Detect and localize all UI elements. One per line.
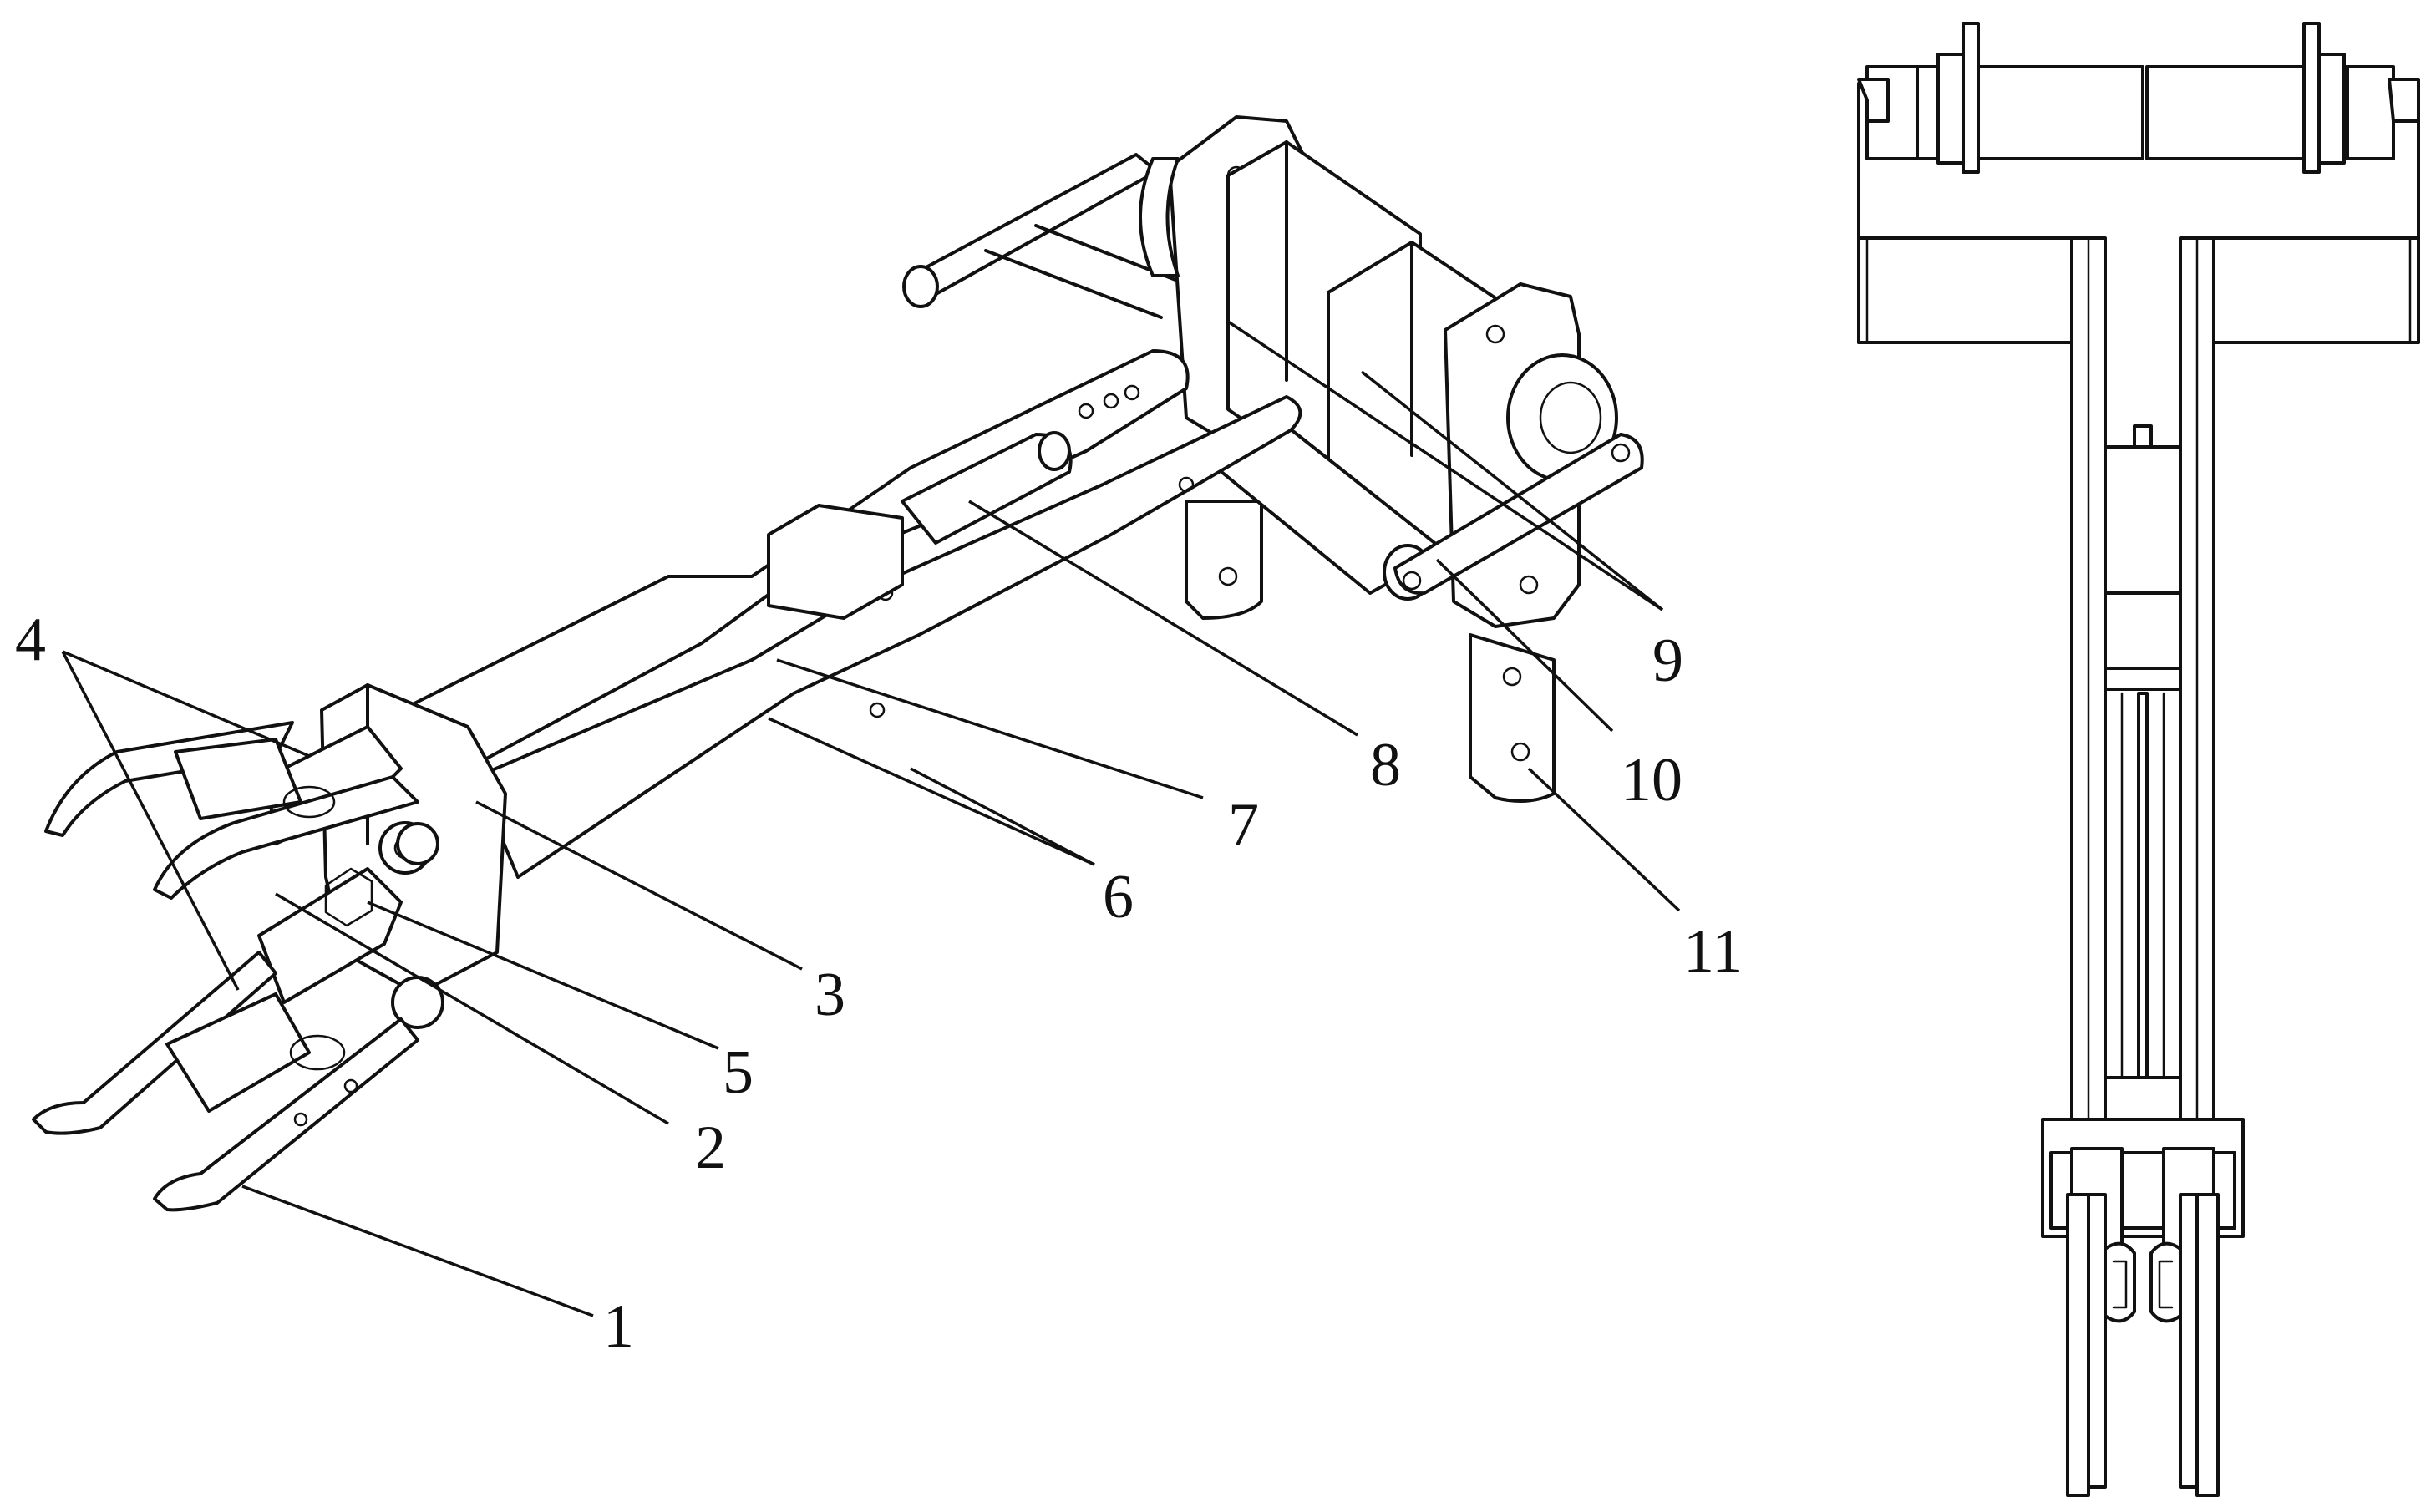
callout-6: 6 (1103, 863, 1134, 931)
leader-lines (61, 320, 1681, 1317)
callout-4: 4 (15, 606, 46, 674)
upper-rear-roller (902, 153, 1188, 319)
callout-11: 11 (1683, 917, 1743, 986)
callout-3: 3 (815, 961, 845, 1029)
callout-8: 8 (1370, 731, 1401, 799)
boom-cylinder (767, 431, 1073, 620)
top-view (1857, 22, 2420, 1497)
callout-1: 1 (603, 1292, 634, 1361)
lower-claw (32, 951, 419, 1212)
callout-5: 5 (723, 1038, 754, 1107)
callout-10: 10 (1621, 746, 1682, 814)
callout-labels: 1 2 3 4 5 6 7 8 9 10 11 (15, 606, 1743, 1361)
upper-claw (44, 721, 419, 900)
callout-7: 7 (1228, 791, 1259, 860)
front-head-block (257, 683, 507, 1029)
callout-2: 2 (695, 1114, 726, 1182)
isometric-view (32, 115, 1681, 1317)
callout-9: 9 (1652, 627, 1683, 695)
